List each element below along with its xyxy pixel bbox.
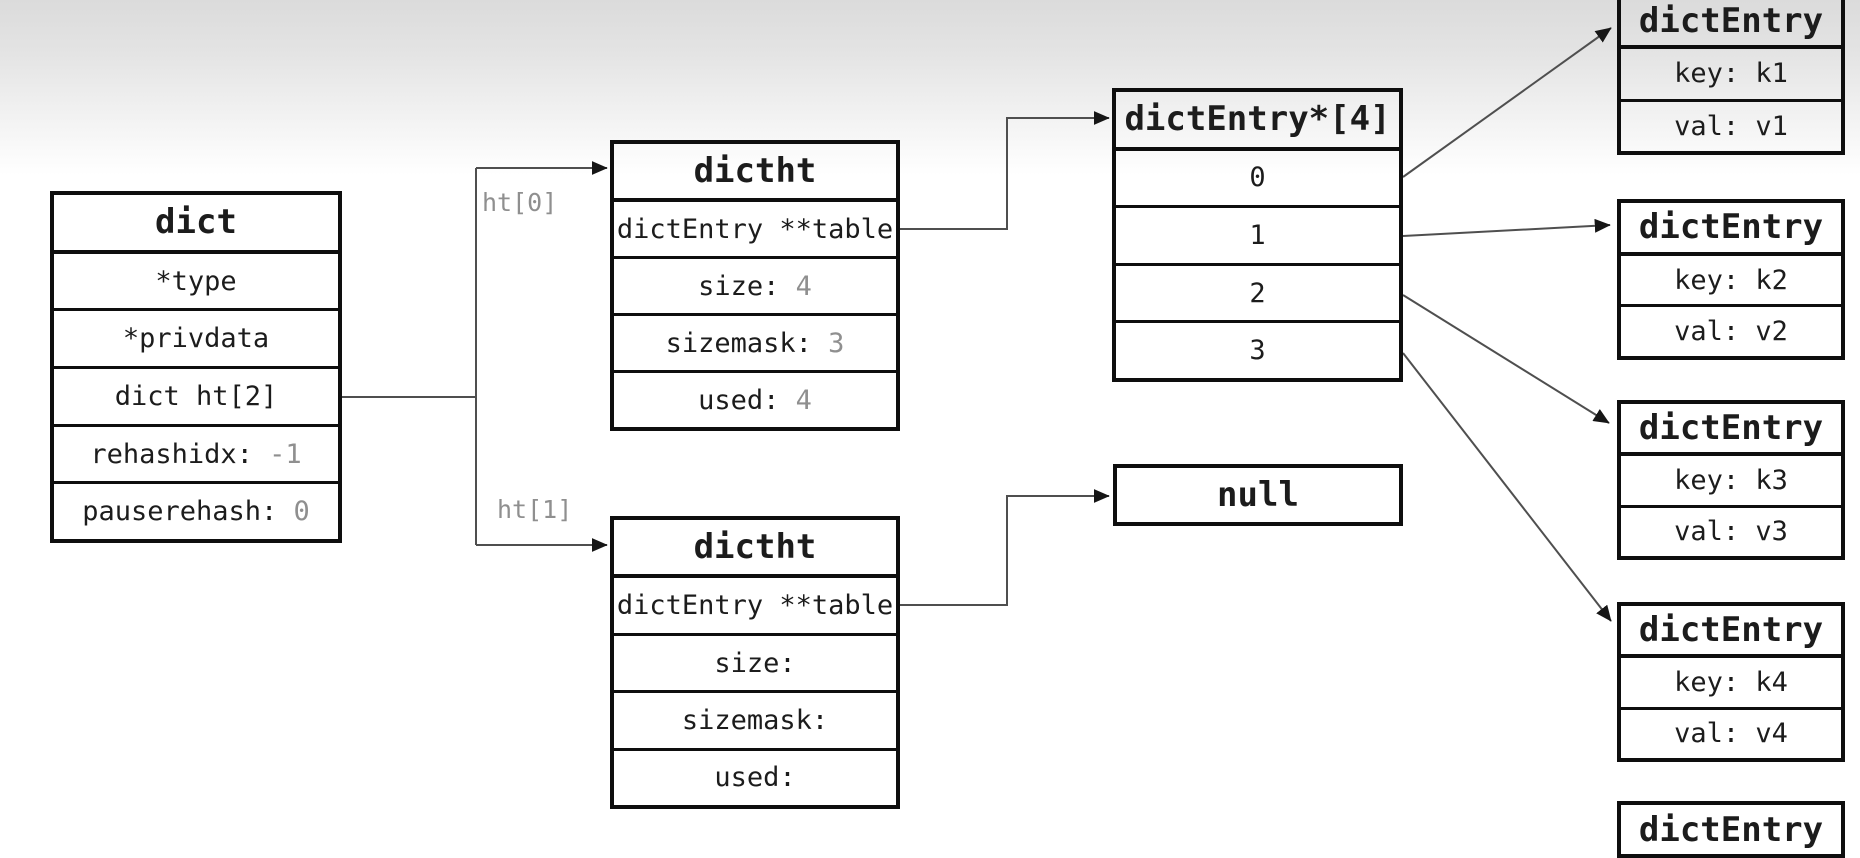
field-value: 3 (828, 327, 845, 359)
field-label: used: (714, 762, 796, 794)
dictht0-row-table: dictEntry **table (614, 198, 896, 256)
bucket-slot-0: 0 (1116, 146, 1399, 206)
dict-entry-val: val: v1 (1621, 98, 1841, 151)
bucket-slot-1: 1 (1116, 205, 1399, 263)
dict-entry-key: key: k4 (1621, 654, 1841, 706)
dict-entry-box-4: dictEntry key: k4 val: v4 (1617, 602, 1845, 762)
dictht1-row-table: dictEntry **table (614, 574, 896, 632)
dictht0-row-sizemask: sizemask: 3 (614, 313, 896, 370)
dict-struct-box: dict *type *privdata dict ht[2] rehashid… (50, 191, 342, 543)
dict-entry-box-3: dictEntry key: k3 val: v3 (1617, 400, 1845, 560)
null-box: null (1113, 464, 1403, 526)
dict-entry-box-2: dictEntry key: k2 val: v2 (1617, 199, 1845, 360)
bucket-slot-2: 2 (1116, 262, 1399, 321)
null-box-title: null (1217, 475, 1299, 515)
field-label: rehashidx: (90, 438, 253, 470)
dictht1-row-sizemask: sizemask: (614, 690, 896, 747)
dict-entry-box-5-partial: dictEntry (1617, 801, 1845, 858)
dict-row-type: *type (54, 249, 338, 309)
ht1-pointer-label: ht[1] (497, 495, 573, 524)
dictht0-struct-box: dictht dictEntry **table size: 4 sizemask… (610, 140, 900, 431)
dict-entry-key: key: k3 (1621, 452, 1841, 504)
field-label: size: (714, 647, 796, 679)
field-label: sizemask: (681, 704, 829, 736)
field-label: size: (698, 270, 780, 302)
connector-dict-to-ht-branch (342, 168, 477, 545)
dict-entry-title: dictEntry (1638, 207, 1824, 248)
arrow-ht0-table-to-bucket (900, 111, 1110, 230)
dict-entry-key: key: k2 (1621, 251, 1841, 305)
dict-entry-title: dictEntry (1638, 408, 1824, 449)
dictht1-row-used: used: (614, 747, 896, 805)
arrow-slot3-to-entry4 (1402, 352, 1612, 622)
field-label: *type (155, 265, 237, 297)
field-label: *privdata (122, 323, 270, 355)
dictht0-row-used: used: 4 (614, 370, 896, 427)
arrow-slot2-to-entry3 (1402, 294, 1610, 424)
dict-entry-title: dictEntry (1638, 809, 1824, 850)
dict-row-rehashidx: rehashidx: -1 (54, 423, 338, 482)
dictht1-title: dictht (693, 527, 817, 568)
arrow-slot0-to-entry1 (1402, 27, 1612, 178)
dictht0-row-size: size: 4 (614, 256, 896, 313)
field-value: 4 (795, 384, 812, 416)
dict-row-ht-array: dict ht[2] (54, 366, 338, 424)
field-label: dictEntry **table (616, 590, 894, 622)
arrow-ht1-table-to-null (900, 489, 1110, 606)
dict-entry-val: val: v2 (1621, 304, 1841, 356)
dict-entry-val: val: v3 (1621, 504, 1841, 556)
ht0-pointer-label: ht[0] (482, 188, 558, 217)
field-value: -1 (269, 438, 302, 470)
dictht0-title: dictht (693, 151, 817, 191)
dictht1-struct-box: dictht dictEntry **table size: sizemask:… (610, 516, 900, 809)
dict-entry-val: val: v4 (1621, 706, 1841, 758)
field-label: dict ht[2] (114, 380, 278, 412)
dict-struct-title: dict (155, 202, 237, 243)
field-label: pauserehash: (82, 496, 278, 528)
dict-entry-key: key: k1 (1621, 45, 1841, 98)
arrow-slot1-to-entry2 (1402, 218, 1611, 237)
dictht1-row-size: size: (614, 632, 896, 690)
field-label: used: (698, 384, 780, 416)
dict-entry-title: dictEntry (1638, 0, 1824, 41)
field-label: sizemask: (665, 327, 812, 359)
bucket-array-box: dictEntry*[4] 0 1 2 3 (1112, 88, 1403, 382)
dict-row-privdata: *privdata (54, 308, 338, 366)
field-value: 0 (293, 496, 310, 528)
bucket-array-title: dictEntry*[4] (1124, 99, 1391, 140)
dict-entry-title: dictEntry (1638, 610, 1824, 651)
field-label: dictEntry **table (616, 213, 894, 245)
bucket-slot-3: 3 (1116, 320, 1399, 378)
dict-row-pauserehash: pauserehash: 0 (54, 481, 338, 539)
field-value: 4 (795, 270, 812, 302)
dict-entry-box-1: dictEntry key: k1 val: v1 (1617, 0, 1845, 155)
dict-entry-key (1621, 854, 1841, 858)
